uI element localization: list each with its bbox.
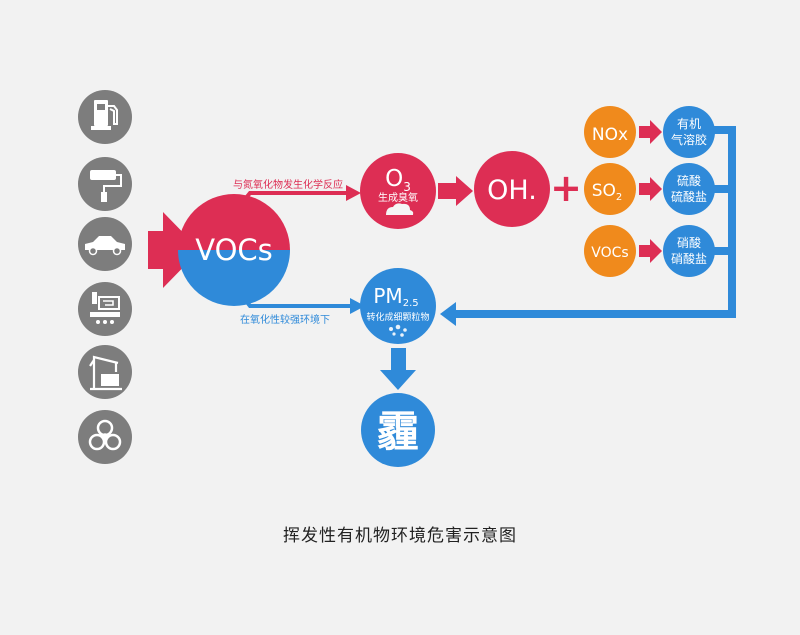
input-arrow — [148, 212, 200, 288]
biohazard-icon — [88, 419, 122, 451]
ozone-node: O3 生成臭氧 — [360, 153, 436, 229]
diagram-caption: 挥发性有机物环境危害示意图 — [283, 526, 517, 546]
cloud-icon — [386, 203, 414, 215]
reactant-so2-subscript: 2 — [616, 192, 622, 203]
svg-text:VOCs: VOCs — [591, 245, 628, 261]
top-path-arrowhead — [346, 185, 361, 201]
pm25-formula: PM — [373, 284, 402, 308]
pm-to-haze-head — [380, 370, 416, 390]
voc-center-node: VOCs — [178, 194, 290, 306]
svg-text:O3: O3 — [385, 166, 411, 194]
bottom-path-label: 在氧化性较强环境下 — [240, 313, 330, 326]
product-aerosol-line1: 有机 — [677, 117, 701, 131]
pm-to-haze-shaft — [391, 348, 406, 372]
particles-icon — [389, 324, 407, 337]
reactant-nox: NOx — [584, 106, 636, 158]
source-fuel-pump — [78, 90, 132, 144]
plus-sign: + — [550, 166, 582, 210]
arrow-to-product-3 — [639, 239, 662, 263]
arrow-to-product-1 — [639, 120, 662, 144]
pm25-node: PM2.5 转化成细颗粒物 — [360, 268, 436, 344]
product-sulfate: 硫酸 硫酸盐 — [663, 163, 715, 215]
car-icon — [85, 236, 125, 256]
ozone-to-hydroxyl-shaft — [438, 183, 458, 199]
product-aerosol-line2: 气溶胶 — [671, 132, 707, 147]
ozone-label: 生成臭氧 — [378, 191, 418, 204]
reactant-vocs-label: VOCs — [591, 245, 628, 261]
haze-label: 霾 — [377, 407, 419, 456]
reactant-vocs: VOCs — [584, 225, 636, 277]
product-nitrate-line1: 硝酸 — [677, 235, 701, 250]
bottom-path-arrowhead — [350, 298, 365, 314]
arrow-to-product-2 — [639, 177, 662, 201]
hydroxyl-node: OH. — [474, 151, 550, 227]
reactant-so2: SO2 — [584, 163, 636, 215]
factory-icon — [90, 292, 120, 324]
product-nitrate: 硝酸 硝酸盐 — [663, 225, 715, 277]
crane-icon — [89, 355, 122, 391]
return-connector — [452, 126, 736, 318]
product-aerosol: 有机 气溶胶 — [663, 106, 715, 158]
product-nitrate-line2: 硝酸盐 — [671, 251, 707, 266]
source-crane — [78, 345, 132, 399]
voc-center-label: VOCs — [195, 233, 273, 267]
reactant-nox-label: NOx — [592, 125, 628, 145]
source-paint-roller — [78, 157, 132, 211]
top-path-label: 与氮氧化物发生化学反应 — [233, 178, 343, 191]
return-arrowhead — [440, 302, 456, 326]
pm25-label: 转化成细颗粒物 — [366, 311, 429, 323]
ozone-subscript: 3 — [403, 180, 411, 194]
ozone-to-hydroxyl-head — [456, 176, 473, 206]
reactant-so2-label: SO — [592, 181, 616, 201]
product-sulfate-line2: 硫酸盐 — [671, 189, 707, 204]
product-sulfate-line1: 硫酸 — [677, 173, 701, 188]
svg-text:PM2.5: PM2.5 — [373, 284, 418, 309]
svg-text:NOx: NOx — [592, 125, 628, 145]
svg-text:SO2: SO2 — [592, 181, 623, 203]
source-biohazard — [78, 410, 132, 464]
paint-roller-icon — [90, 170, 122, 202]
haze-node: 霾 — [361, 393, 435, 467]
ozone-formula: O — [385, 166, 403, 192]
fuel-pump-icon — [91, 100, 118, 130]
source-factory — [78, 282, 132, 336]
pm25-subscript: 2.5 — [403, 298, 419, 309]
source-car — [78, 217, 132, 271]
hydroxyl-label: OH. — [487, 175, 537, 206]
